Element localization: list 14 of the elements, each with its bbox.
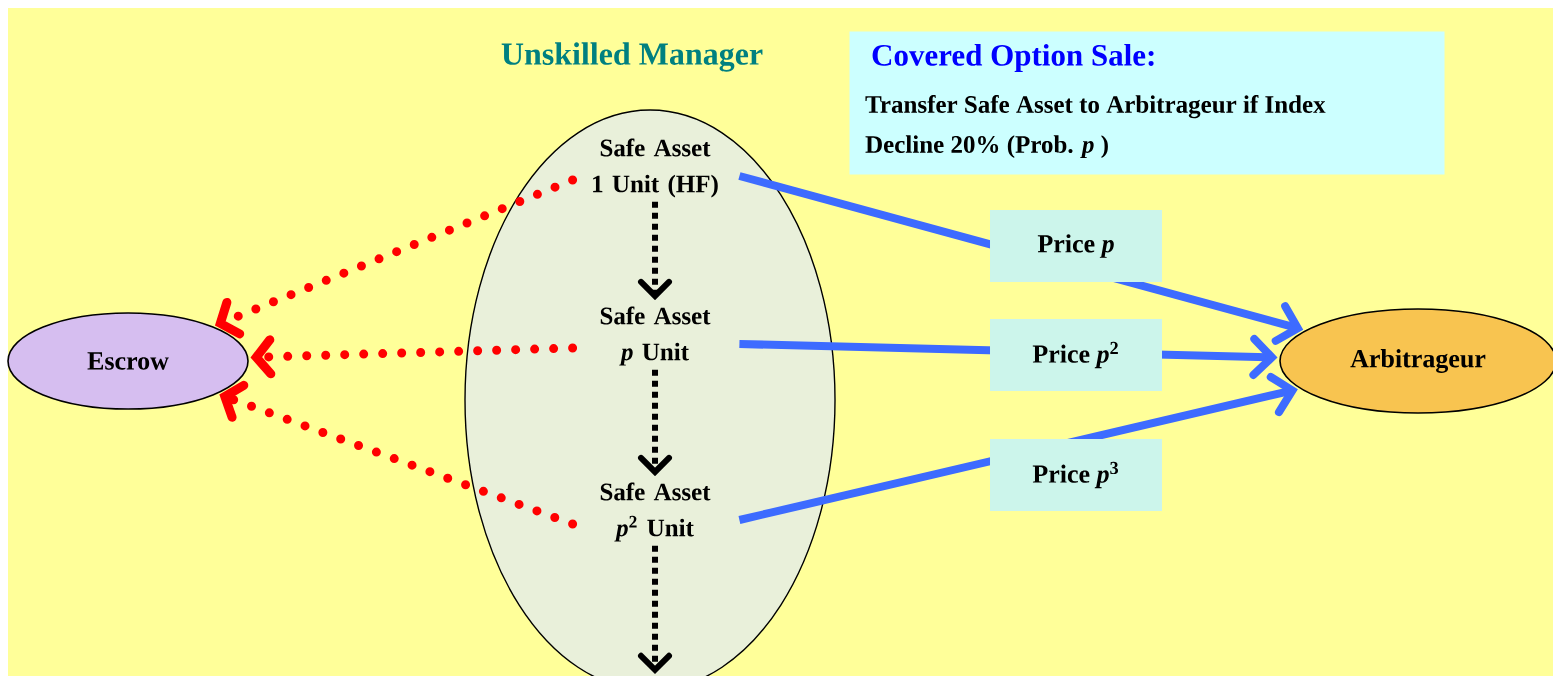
arrow <box>638 201 672 301</box>
asset-label: Safe Asset p Unit <box>600 306 711 366</box>
arrow <box>638 545 672 674</box>
arrow <box>638 369 672 477</box>
heading: Unskilled Manager <box>501 42 763 72</box>
arrow <box>214 175 578 339</box>
price-label: Price p <box>990 210 1162 282</box>
price-label: Price p$^{3}$ <box>990 439 1162 511</box>
arrow <box>250 335 578 379</box>
price-label: Price p$^{2}$ <box>990 319 1162 391</box>
note-box: Covered Option Sale: Transfer Safe Asset to Arbitrageur if Index Decline 20% (Prob. p ) <box>849 31 1445 175</box>
asset-label: Safe Asset p$^{2}$ Unit <box>600 482 711 542</box>
arrow <box>219 380 578 529</box>
asset-label: Safe Asset 1 Unit (HF) <box>593 138 718 198</box>
